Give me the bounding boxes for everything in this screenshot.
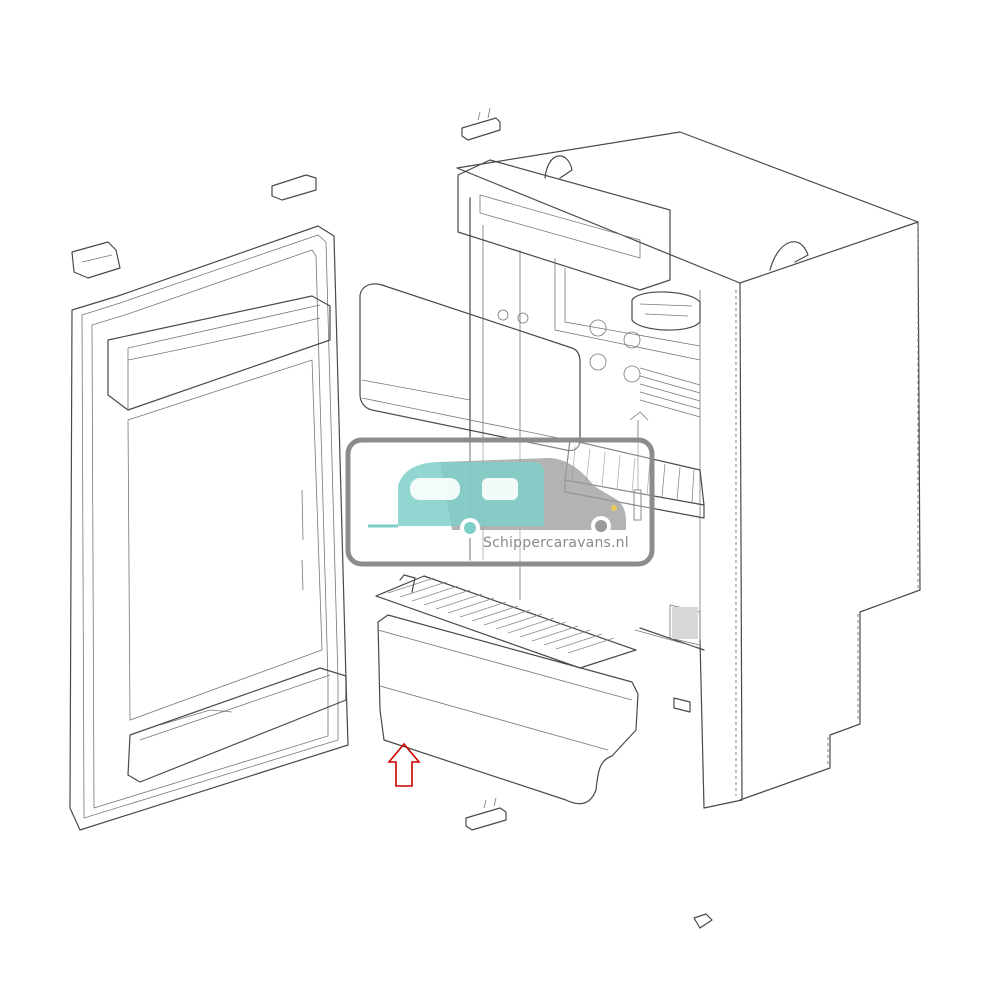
screw [693,913,713,929]
mounting-bracket-bottom [465,797,507,831]
watermark-text: Schippercaravans.nl [483,535,629,551]
cabinet [456,131,921,809]
watermark: Schippercaravans.nl [345,437,655,567]
door-latch [71,241,121,279]
mounting-bracket-top [461,107,501,141]
lower-wire-shelf [375,574,637,669]
door-shelf-top [107,295,331,411]
door [69,225,349,831]
door-shelf-bottom [127,667,347,783]
control-panel [457,155,809,291]
door-hinge-top [271,174,317,201]
burner-part [631,291,701,331]
crisper-drawer [377,614,639,805]
up-arrow-icon [387,742,421,787]
